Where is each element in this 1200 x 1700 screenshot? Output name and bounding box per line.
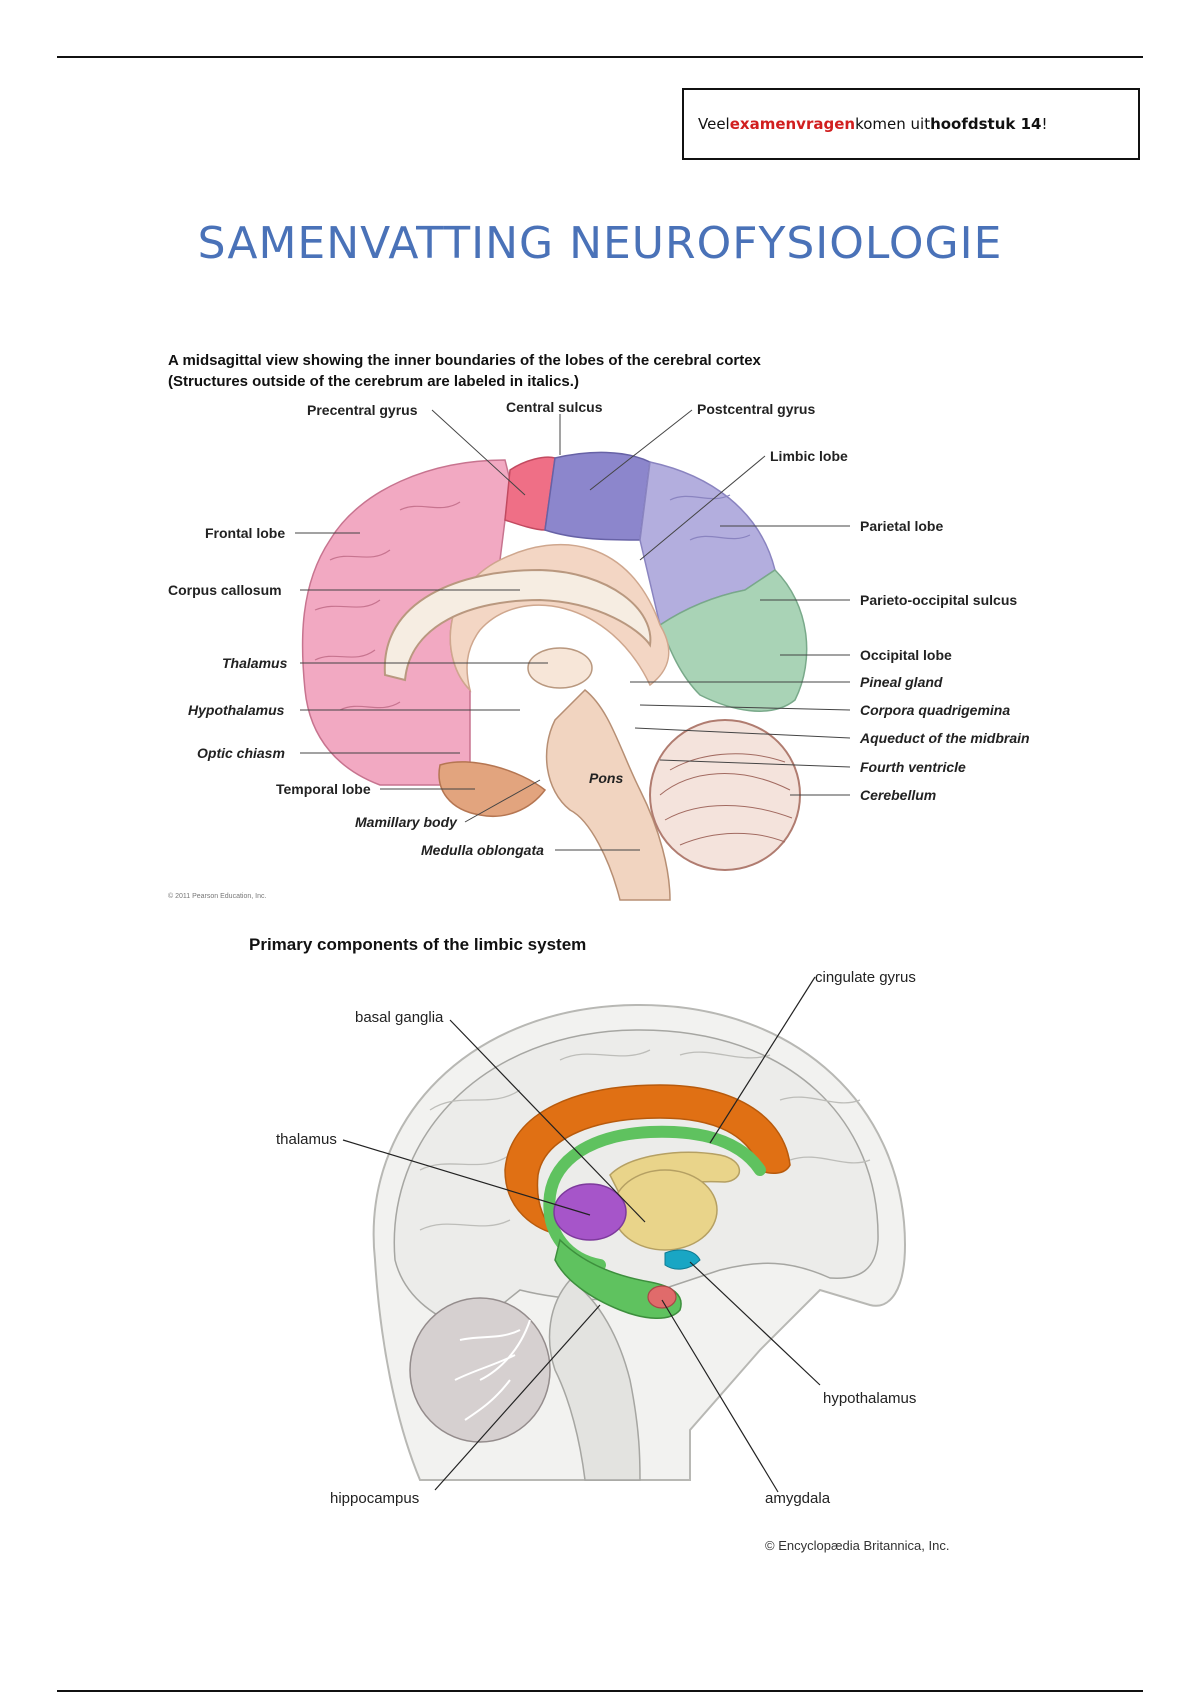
top-rule — [57, 56, 1143, 58]
brain-illustration — [301, 451, 808, 901]
label-parieto-occipital-sulcus: Parieto-occipital sulcus — [860, 592, 1017, 608]
leader-hypothalamus-2 — [689, 1261, 821, 1386]
figure2-title: Primary components of the limbic system — [249, 935, 587, 954]
cerebellum-region — [649, 719, 801, 871]
figure2-credit: © Encyclopædia Britannica, Inc. — [765, 1538, 949, 1553]
label-corpora-quadrigemina: Corpora quadrigemina — [860, 702, 1010, 718]
label-mamillary-body: Mamillary body — [355, 814, 458, 830]
label-central-sulcus: Central sulcus — [506, 399, 603, 415]
corpus-callosum-region — [383, 568, 652, 682]
brainstem-region — [545, 688, 671, 901]
exam-note-box: Veel examenvragen komen uit hoofdstuk 14… — [682, 88, 1140, 160]
midsagittal-brain-figure: Precentral gyrus Central sulcus Postcent… — [168, 399, 1030, 901]
arbor-vitae — [454, 1319, 531, 1421]
figure2-labels: cingulate gyrus basal ganglia thalamus h… — [276, 969, 916, 1507]
leader-corpora — [639, 704, 851, 711]
label-frontal-lobe: Frontal lobe — [205, 525, 285, 541]
leader-basal-ganglia — [449, 1019, 646, 1223]
brainstem-shape — [548, 1279, 641, 1481]
label-basal-ganglia: basal ganglia — [355, 1009, 444, 1026]
label-temporal-lobe: Temporal lobe — [276, 781, 371, 797]
page-title: SAMENVATTING NEUROFYSIOLOGIE — [197, 218, 1003, 269]
label-limbic-lobe: Limbic lobe — [770, 448, 848, 464]
label-hypothalamus: Hypothalamus — [188, 702, 285, 718]
thalamus-shape — [553, 1183, 627, 1241]
label-parietal-lobe: Parietal lobe — [860, 518, 943, 534]
parietal-gyri — [669, 494, 751, 541]
figure1-title-line2: (Structures outside of the cerebrum are … — [168, 373, 579, 390]
leader-hippocampus — [434, 1304, 601, 1491]
note-highlight: examenvragen — [729, 115, 856, 133]
label-amygdala: amygdala — [765, 1490, 831, 1507]
label-optic-chiasm: Optic chiasm — [197, 745, 285, 761]
frontal-gyri — [314, 501, 461, 711]
note-middle: komen uit — [855, 115, 931, 133]
label-cerebellum: Cerebellum — [860, 787, 936, 803]
note-suffix: ! — [1041, 115, 1048, 133]
leader-aqueduct — [634, 727, 851, 739]
figure2-leader-lines — [342, 976, 821, 1493]
figure1-labels: Precentral gyrus Central sulcus Postcent… — [168, 399, 1030, 858]
leader-cingulate — [709, 976, 816, 1144]
label-pineal-gland: Pineal gland — [860, 674, 943, 690]
leader-fourth-ventricle — [659, 759, 851, 768]
label-precentral-gyrus: Precentral gyrus — [307, 402, 418, 418]
leader-amygdala — [661, 1299, 779, 1493]
cerebellum-folia — [659, 753, 793, 846]
label-cingulate-gyrus: cingulate gyrus — [815, 969, 916, 986]
note-chapter: hoofdstuk 14 — [930, 115, 1042, 133]
label-medulla-oblongata: Medulla oblongata — [421, 842, 544, 858]
figure1-title-line1: A midsagittal view showing the inner bou… — [168, 352, 761, 369]
label-hypothalamus-2: hypothalamus — [823, 1390, 916, 1407]
label-pons: Pons — [589, 770, 623, 786]
limbic-system-figure: cingulate gyrus basal ganglia thalamus h… — [276, 969, 949, 1553]
figure1-credit: © 2011 Pearson Education, Inc. — [168, 892, 266, 900]
label-thalamus-2: thalamus — [276, 1131, 337, 1148]
limbic-illustration — [372, 1003, 907, 1481]
basal-ganglia-body — [612, 1169, 718, 1251]
label-thalamus: Thalamus — [222, 655, 288, 671]
amygdala-shape — [647, 1285, 677, 1309]
thalamus-region — [527, 647, 593, 689]
occipital-lobe-region — [659, 569, 808, 712]
figure1-leader-lines — [295, 409, 851, 851]
note-prefix: Veel — [698, 115, 730, 133]
label-corpus-callosum: Corpus callosum — [168, 582, 282, 598]
label-hippocampus: hippocampus — [330, 1490, 419, 1507]
leader-mamillary — [464, 779, 541, 823]
label-postcentral-gyrus: Postcentral gyrus — [697, 401, 815, 417]
hypothalamus-shape — [664, 1249, 701, 1270]
temporal-lobe-region — [438, 761, 547, 817]
leader-thalamus-2 — [342, 1139, 591, 1216]
figure1-title: A midsagittal view showing the inner bou… — [168, 350, 761, 392]
bottom-rule — [57, 1690, 1143, 1692]
label-occipital-lobe: Occipital lobe — [860, 647, 952, 663]
brain-gyri — [419, 1049, 871, 1231]
leader-precentral — [431, 409, 526, 496]
postcentral-gyrus-region — [544, 451, 651, 541]
label-aqueduct: Aqueduct of the midbrain — [859, 730, 1030, 746]
label-fourth-ventricle: Fourth ventricle — [860, 759, 966, 775]
leader-postcentral — [589, 409, 693, 491]
leader-limbic — [639, 455, 766, 561]
